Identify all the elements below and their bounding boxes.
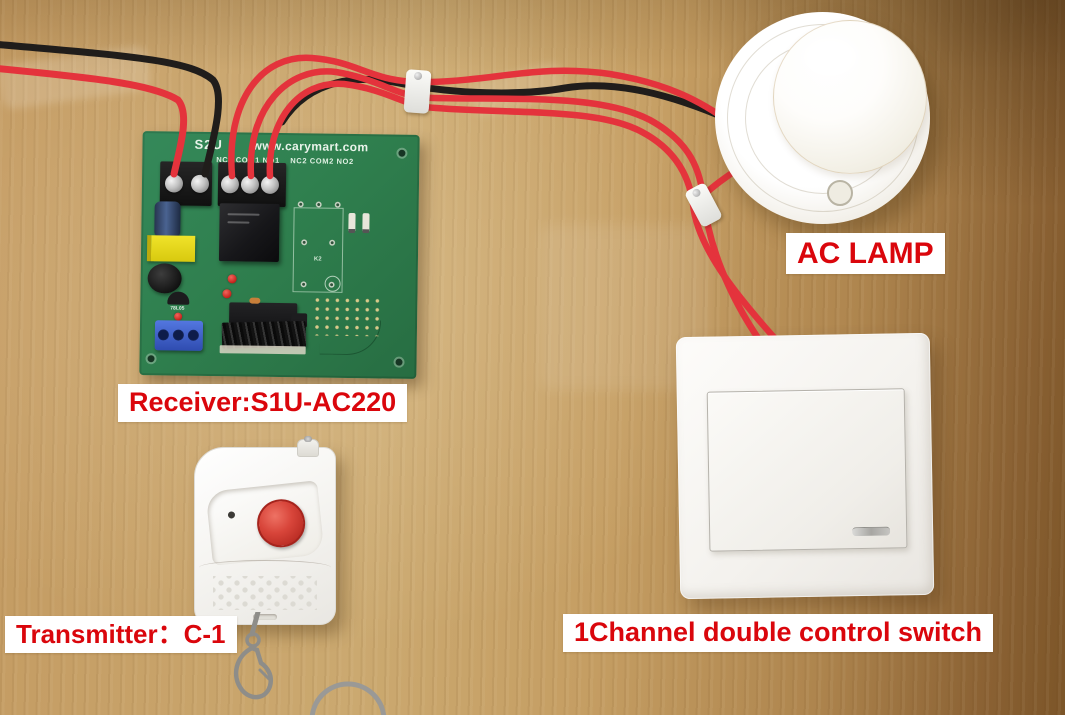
transmitter-remote: [194, 436, 336, 625]
lobster-clasp: [233, 645, 273, 700]
button-recess-panel: [205, 480, 325, 566]
ac-lamp: [715, 12, 930, 224]
double-control-switch: [675, 332, 935, 600]
split-ring: [309, 681, 387, 715]
remote-led-hole: [227, 511, 236, 519]
bulb-highlight: [802, 37, 858, 77]
clip-nail: [413, 71, 423, 81]
transmitter-caption: Transmitter：C-1: [5, 616, 237, 653]
remote-grip-dots: [213, 576, 317, 610]
power-wire-black: [0, 41, 222, 178]
keychain-pin: [249, 612, 261, 637]
lamp-bulb: [773, 20, 927, 174]
switch-indicator-slot: [852, 526, 891, 537]
power-wire-red: [0, 65, 188, 178]
antenna-nub: [297, 436, 319, 457]
lamp-screw-hole: [827, 180, 853, 206]
switch-wire-red-2: [266, 80, 783, 347]
clip-nail: [691, 187, 702, 199]
cable-clip: [403, 69, 432, 114]
ac-lamp-caption: AC LAMP: [786, 233, 945, 274]
remote-red-button: [254, 496, 308, 550]
remote-seam: [199, 560, 331, 575]
antenna-tip: [304, 436, 312, 442]
switch-rocker: [706, 388, 908, 552]
keyring-slot: [253, 614, 277, 620]
receiver-caption: Receiver:S1U-AC220: [118, 384, 408, 422]
clasp-trigger: [258, 668, 272, 682]
switch-caption: 1Channel double control switch: [563, 614, 994, 652]
keychain-svg: [233, 612, 387, 715]
